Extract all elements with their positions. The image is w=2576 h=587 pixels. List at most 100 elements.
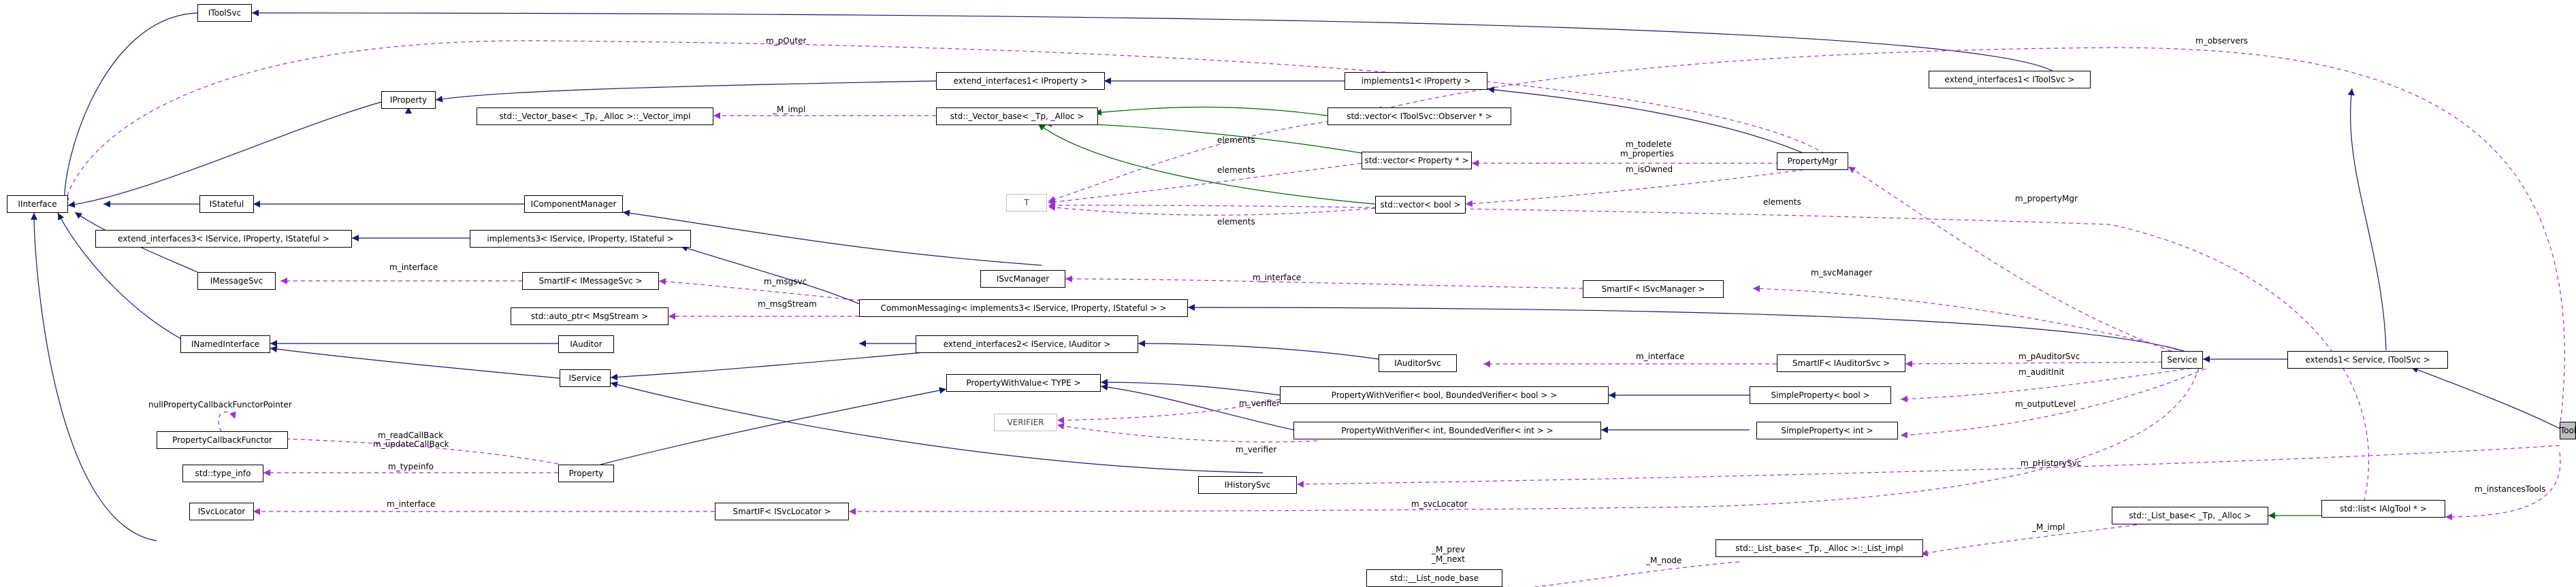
node-extend-interfaces1-iproperty[interactable]: extend_interfaces1< IProperty > [936,72,1105,90]
node-implements3[interactable]: implements3< IService, IProperty, IState… [470,230,691,248]
edge-m-pauditorsvc [1905,360,2193,367]
node-smartif-isvclocator[interactable]: SmartIF< ISvcLocator > [715,503,849,520]
edge-m-instancestools [2445,452,2561,520]
label-m-interface-svcmgr: m_interface [1253,273,1301,282]
edge-m-propertymgr [1848,166,2179,354]
node-iinterface[interactable]: IInterface [7,195,68,213]
node-commonmessaging[interactable]: CommonMessaging< implements3< IService, … [859,299,1188,317]
edge-nullcb [218,411,236,433]
node-list-base[interactable]: std::_List_base< _Tp, _Alloc > [2112,507,2268,524]
node-propertycallbackfunctor[interactable]: PropertyCallbackFunctor [157,431,288,449]
label-m-phistorysvc: m_pHistorySvc [2020,458,2081,468]
edge-m-auditinit [1900,367,2200,403]
node-icomponentmanager[interactable]: IComponentManager [524,195,623,213]
node-iauditorsvc[interactable]: IAuditorSvc [1379,354,1457,372]
node-toolsvc: ToolSvc [2560,422,2576,439]
node-vector-bool[interactable]: std::vector< bool > [1375,196,1466,214]
label-elements-3: elements [1217,217,1255,227]
node-vector-base-impl[interactable]: std::_Vector_base< _Tp, _Alloc >::_Vecto… [477,107,713,125]
edge-labels: m_pOuter m_observers _M_impl elements el… [148,36,2545,565]
label-m-auditinit: m_auditInit [2018,367,2065,377]
label-elements-4: elements [1763,197,1801,207]
label-m-pauditorsvc: m_pAuditorSvc [2018,352,2080,361]
node-itoolsvc[interactable]: IToolSvc [197,4,252,22]
edge-m-outputlevel [1900,368,2206,439]
node-ihistorysvc[interactable]: IHistorySvc [1198,476,1297,494]
edge-m-isowned [1465,168,1812,207]
label-m-interface-aud: m_interface [1636,352,1684,361]
node-list-impl[interactable]: std::_List_base< _Tp, _Alloc >::_List_im… [1716,539,1923,557]
node-vector-observer[interactable]: std::vector< IToolSvc::Observer * > [1327,107,1511,125]
edge-m-svcmanager [1752,285,2193,354]
edge-toolsvc-extends1 [2411,366,2560,429]
node-extends1-service-itoolsvc[interactable]: extends1< Service, IToolSvc > [2287,351,2448,369]
edge-ext-its-itoolsvc [251,10,2057,73]
edge-elements-bool-t [1048,204,1376,216]
node-propertywithverifier-bool[interactable]: PropertyWithVerifier< bool, BoundedVerif… [1280,386,1609,404]
node-vector-base[interactable]: std::_Vector_base< _Tp, _Alloc > [936,107,1098,125]
edge-iproperty-iinterface [67,101,382,208]
node-list-node-base[interactable]: std::__List_node_base [1366,569,1502,587]
edge-pwver-bool-pwv [1100,379,1281,396]
node-auto-ptr-msgstream[interactable]: std::auto_ptr< MsgStream > [511,307,669,325]
node-list-ialgtool[interactable]: std::list< IAlgTool * > [2321,500,2445,518]
edge-m-verifier-int [1057,422,1318,443]
edge-m-observers [1374,47,2565,429]
edge-m-verifier-bool [1057,399,1281,424]
edge-m-msgsvc [658,278,862,301]
node-service[interactable]: Service [2161,351,2203,369]
edge-extends1-ext-its [2347,88,2387,351]
label-m-msgstream: m_msgStream [758,299,817,309]
edge-vec-bool-vecbase [1037,123,1376,205]
node-smartif-iauditorsvc[interactable]: SmartIF< IAuditorSvc > [1777,354,1905,372]
label-m-isowned: m_isOwned [1626,165,1673,174]
label-m-impl-list: _M_impl [2031,522,2065,532]
edge-ext2-iservice [610,351,933,381]
node-std-type-info[interactable]: std::type_info [182,465,263,482]
node-smartif-imessagesvc[interactable]: SmartIF< IMessageSvc > [522,272,659,290]
node-smartif-isvcmanager[interactable]: SmartIF< ISvcManager > [1583,280,1724,298]
node-iproperty[interactable]: IProperty [381,91,436,109]
edge-m-readcallback [280,435,559,465]
node-extend-interfaces1-itoolsvc[interactable]: extend_interfaces1< IToolSvc > [1929,71,2091,88]
label-m-typeinfo: m_typeinfo [388,462,434,471]
node-simpleproperty-int[interactable]: SimpleProperty< int > [1756,422,1898,439]
node-implements1-iproperty[interactable]: implements1< IProperty > [1345,72,1487,90]
node-extend-interfaces2[interactable]: extend_interfaces2< IService, IAuditor > [916,335,1138,353]
node-inamedinterface[interactable]: INamedInterface [180,335,270,353]
label-m-propertymgr: m_propertyMgr [2015,194,2078,203]
node-vector-property[interactable]: std::vector< Property * > [1362,152,1472,169]
node-iservice[interactable]: IService [560,369,611,387]
edge-m-svclocator [848,367,2200,515]
edge-commsg-impl3 [680,245,865,307]
node-imessagesvc[interactable]: IMessageSvc [197,272,276,290]
edge-m-node [1502,561,1740,587]
node-verifier[interactable]: VERIFIER [994,414,1057,431]
node-propertymgr[interactable]: PropertyMgr [1777,152,1848,170]
node-isvcmanager[interactable]: ISvcManager [980,270,1065,288]
node-istateful[interactable]: IStateful [199,195,254,213]
node-property[interactable]: Property [558,465,614,482]
label-m-svclocator: m_svcLocator [1411,499,1467,509]
label-m-pouter: m_pOuter [766,36,806,46]
label-elements-2: elements [1217,165,1255,175]
node-iauditor[interactable]: IAuditor [558,335,614,353]
edge-service-commsg [1187,304,2193,354]
label-m-outputlevel: m_outputLevel [2015,399,2076,409]
label-m-readcallback: m_readCallBack [378,431,443,440]
inheritance-edges [31,10,2560,541]
edge-m-interface-svcmgr [1065,275,1583,289]
node-t[interactable]: T [1006,194,1047,212]
edge-iauditorsvc-ext2 [1138,340,1379,360]
edge-ihistsvc-iservice [610,381,1263,473]
node-extend-interfaces3[interactable]: extend_interfaces3< IService, IProperty,… [95,230,352,248]
node-propertywithvalue-type[interactable]: PropertyWithValue< TYPE > [946,374,1101,392]
edge-itoolsvc-iinterface [61,12,198,205]
edge-inamed-iinterface [57,212,198,348]
node-isvclocator[interactable]: ISvcLocator [189,503,254,520]
node-propertywithverifier-int[interactable]: PropertyWithVerifier< int, BoundedVerifi… [1293,422,1601,439]
node-simpleproperty-bool[interactable]: SimpleProperty< bool > [1750,386,1891,404]
edge-elements-obs-t [1048,119,1345,203]
edge-iservice-inamed [270,346,560,379]
